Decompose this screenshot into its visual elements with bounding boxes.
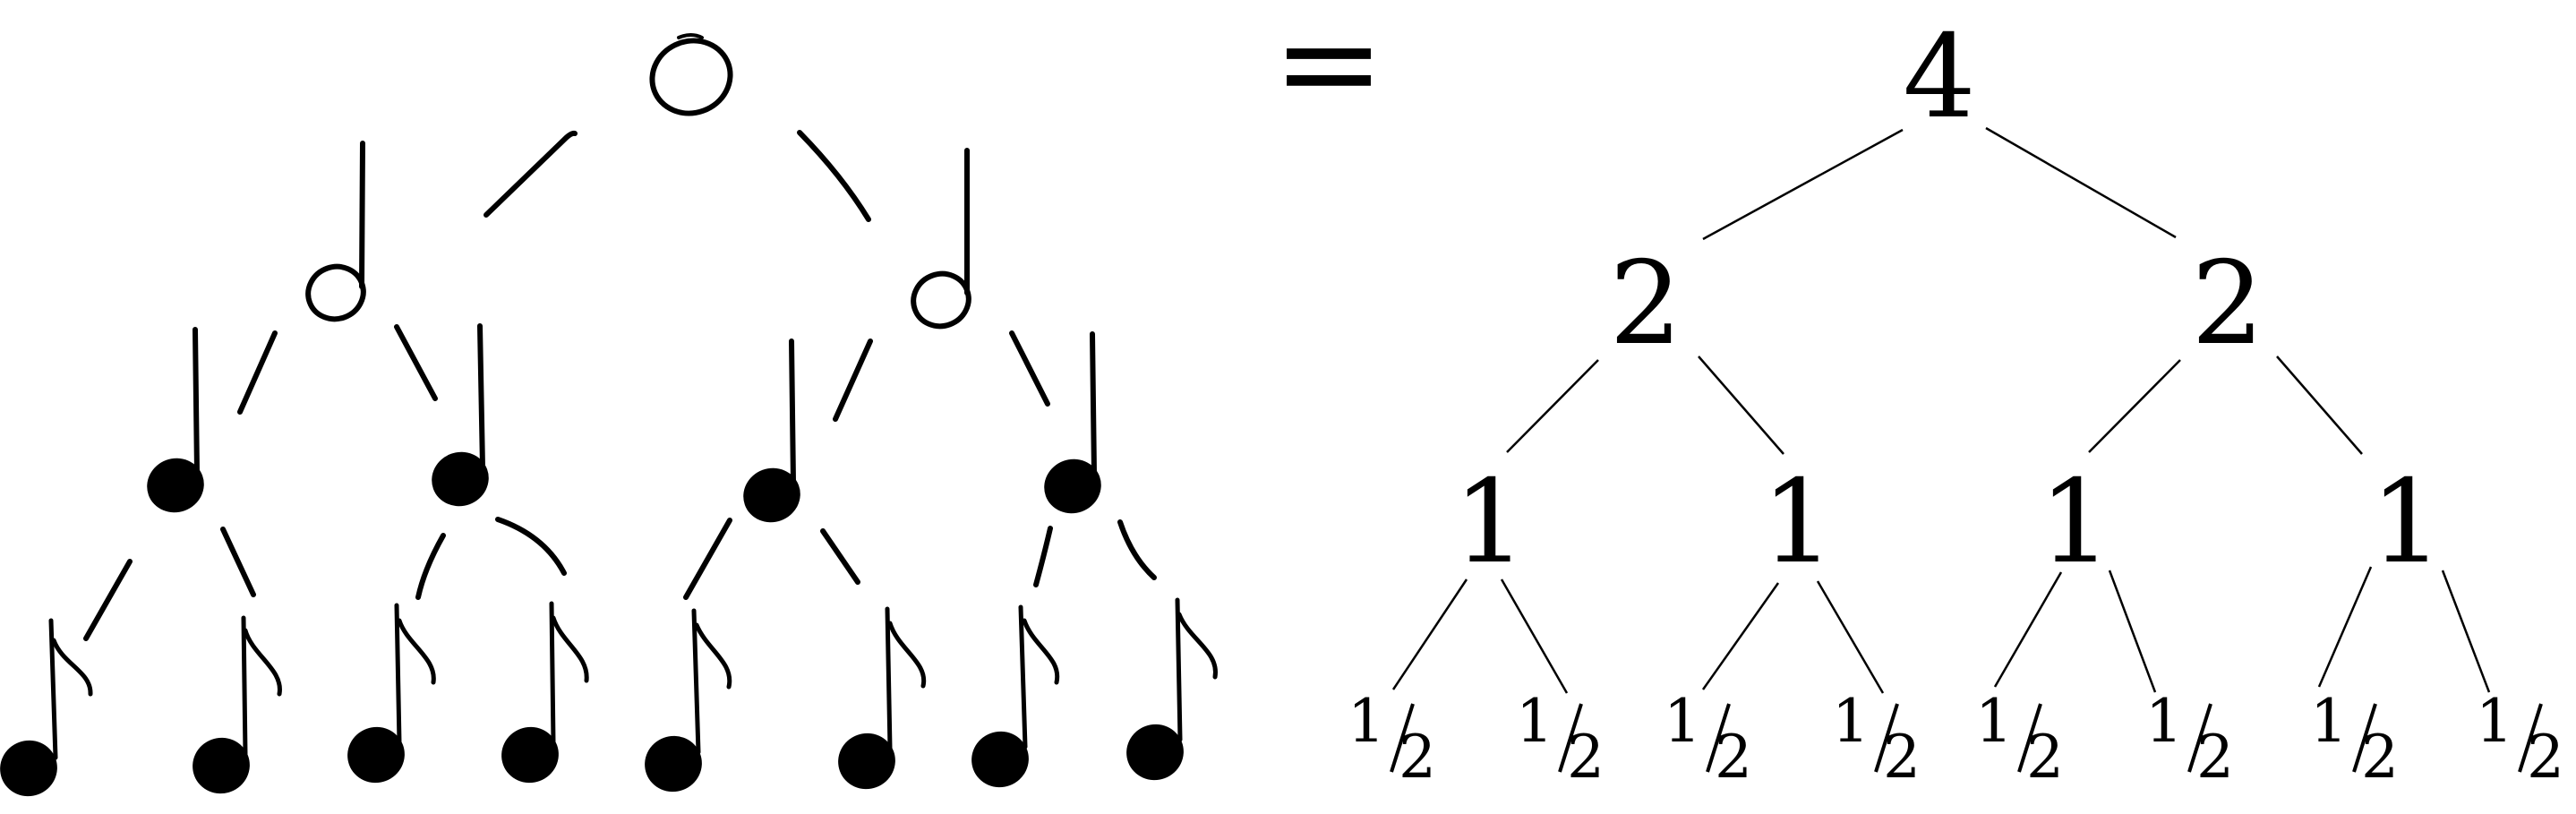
fraction-slash <box>1874 703 1899 773</box>
fraction-label: 1 2 <box>1832 687 1921 792</box>
fraction-slash <box>2518 703 2543 773</box>
value-root: 4 <box>1903 11 1975 144</box>
eighth-note-icon <box>347 603 436 784</box>
fraction-slash <box>2017 703 2042 773</box>
fraction-label: 1 2 <box>1975 687 2064 792</box>
note-tree <box>0 33 1218 797</box>
fraction-slash <box>2187 703 2212 773</box>
whole-note-icon <box>649 33 733 116</box>
fraction-denominator: 2 <box>1883 723 1921 792</box>
value-level1-item: 2 <box>2191 237 2264 371</box>
fraction-denominator: 2 <box>1399 723 1436 792</box>
fraction-slash <box>1558 703 1583 773</box>
value-level1-item: 2 <box>1609 237 1682 371</box>
fraction-label: 1 2 <box>2310 687 2399 792</box>
fraction-numerator: 1 <box>2476 687 2513 756</box>
fraction-numerator: 1 <box>1516 687 1553 756</box>
value-level2-item: 1 <box>1761 456 1834 589</box>
fraction-denominator: 2 <box>1715 723 1752 792</box>
equals-sign: = <box>1272 0 1385 141</box>
eighth-note-icon <box>501 601 589 784</box>
fraction-numerator: 1 <box>2145 687 2183 756</box>
eighth-note-icon <box>0 618 93 797</box>
eighth-note-icon <box>971 604 1060 788</box>
eighth-note-icon <box>838 606 927 790</box>
eighth-note-icon <box>1126 597 1218 781</box>
fraction-label: 1 2 <box>1664 687 1752 792</box>
eighth-note-icon <box>645 608 732 793</box>
fraction-denominator: 2 <box>2527 723 2564 792</box>
quarter-note-icon <box>743 338 800 523</box>
fraction-numerator: 1 <box>1348 687 1385 756</box>
fraction-numerator: 1 <box>1975 687 2013 756</box>
fraction-denominator: 2 <box>2361 723 2399 792</box>
value-tree: 4 2 2 1 1 1 1 1 2 1 2 1 2 1 2 1 <box>1348 11 2564 792</box>
quarter-note-icon <box>432 323 489 507</box>
fraction-label: 1 2 <box>1516 687 1605 792</box>
note-tree-branch-lines <box>83 130 1157 641</box>
half-note-icon <box>911 148 971 330</box>
quarter-note-icon <box>1044 331 1101 514</box>
fraction-label: 1 2 <box>1348 687 1436 792</box>
fraction-numerator: 1 <box>1832 687 1870 756</box>
quarter-note-icon <box>147 327 204 513</box>
value-level2-item: 1 <box>2370 456 2443 589</box>
value-level2-item: 1 <box>2039 456 2111 589</box>
fraction-numerator: 1 <box>2310 687 2348 756</box>
fraction-denominator: 2 <box>2196 723 2234 792</box>
fraction-label: 1 2 <box>2145 687 2234 792</box>
fraction-denominator: 2 <box>1567 723 1605 792</box>
eighth-note-icon <box>193 615 282 794</box>
fraction-slash <box>2352 703 2377 773</box>
fraction-slash <box>1390 703 1415 773</box>
value-tree-branch-lines <box>1391 126 2491 694</box>
half-note-icon <box>305 141 366 322</box>
fraction-numerator: 1 <box>1664 687 1701 756</box>
fraction-slash <box>1706 703 1731 773</box>
fraction-label: 1 2 <box>2476 687 2564 792</box>
value-level2-item: 1 <box>1453 456 1526 589</box>
fraction-denominator: 2 <box>2026 723 2064 792</box>
